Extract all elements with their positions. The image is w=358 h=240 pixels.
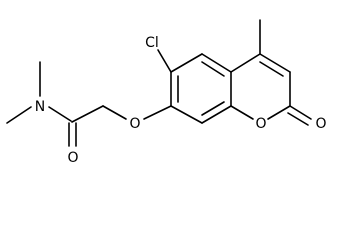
atom-n: N <box>35 99 45 115</box>
bond-c5-c4a-inner <box>201 61 225 77</box>
bond-carbonyl-ch2 <box>71 105 104 123</box>
bond-c8a-c8-inner <box>201 101 225 116</box>
bond-c2-oring <box>267 105 291 120</box>
bond-c4-c3-inner <box>259 61 284 77</box>
bond-c8-c7 <box>170 105 203 124</box>
bond-oring-c8a <box>230 105 254 120</box>
bond-c4a-c4 <box>230 53 261 73</box>
bond-n-methyl-bottom <box>6 106 32 124</box>
bond-c5-c4a <box>201 53 232 73</box>
bond-ch2-oether <box>102 105 127 120</box>
atom-cl: Cl <box>145 35 159 51</box>
atom-o-lactone: O <box>315 116 326 132</box>
bond-c8a-c8 <box>201 105 232 124</box>
atom-labels: N O O Cl O O <box>35 35 327 166</box>
atom-o-ether: O <box>129 116 140 132</box>
bond-oether-c7 <box>143 105 172 120</box>
bond-n-carbonyl <box>48 106 72 122</box>
chemical-structure: N O O Cl O O <box>6 19 327 166</box>
bond-c2-olactone-1 <box>289 105 312 120</box>
atom-o-amide: O <box>67 150 78 166</box>
bond-c6-cl <box>157 49 172 73</box>
bond-c2-olactone-2 <box>287 112 309 126</box>
bond-c6-c5 <box>170 53 203 73</box>
atom-o-ring: O <box>255 116 266 132</box>
bonds <box>6 19 312 147</box>
bond-c4-c3 <box>259 53 291 73</box>
